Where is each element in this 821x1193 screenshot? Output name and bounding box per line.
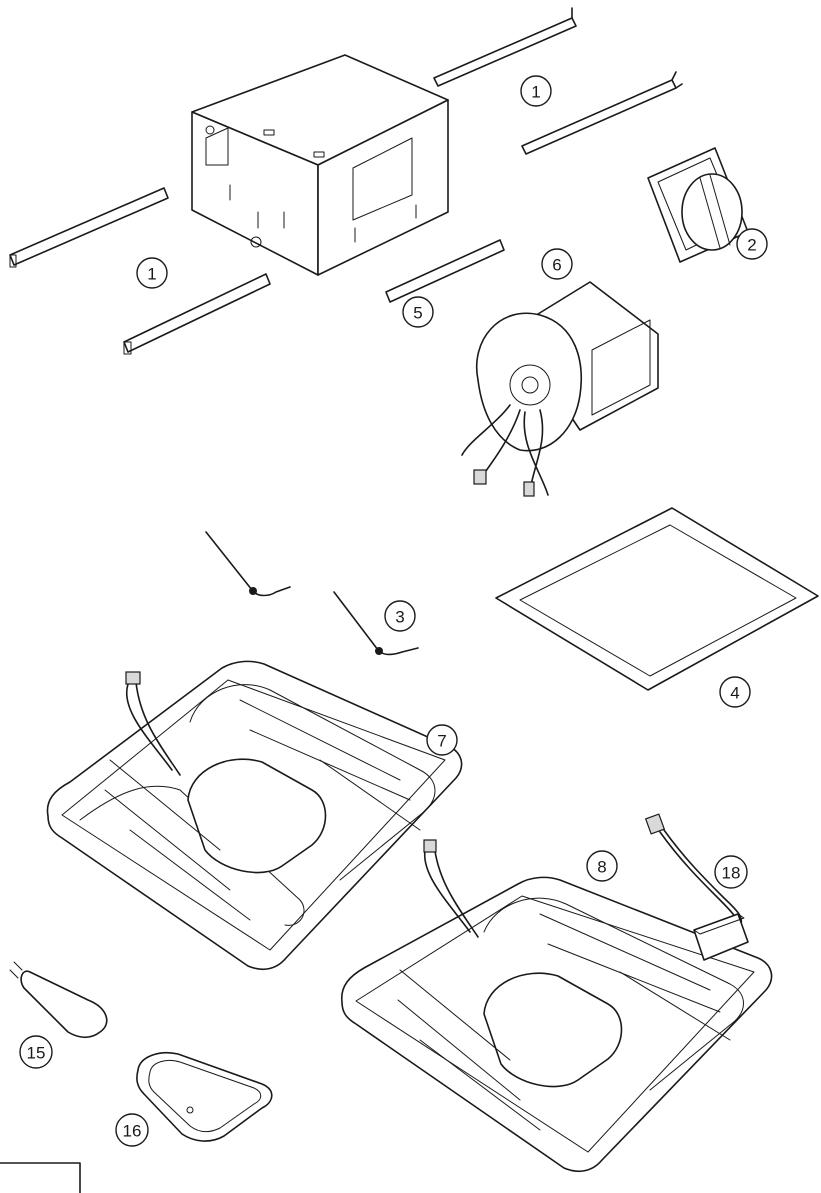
callout-15: 15 — [19, 1035, 53, 1069]
mounting-bracket-top-right — [521, 71, 683, 155]
svg-text:1: 1 — [531, 83, 540, 102]
svg-text:18: 18 — [722, 864, 741, 883]
mounting-bracket-short — [385, 239, 505, 303]
callout-3: 3 — [384, 600, 416, 632]
callout-1-top-right: 1 — [520, 75, 552, 107]
mounting-springs — [205, 531, 419, 656]
svg-text:16: 16 — [123, 1122, 142, 1141]
callout-6: 6 — [541, 248, 573, 280]
svg-text:2: 2 — [747, 236, 756, 255]
grille-frame — [495, 507, 819, 691]
page-edge-box — [0, 1162, 81, 1193]
callout-1-left: 1 — [136, 257, 168, 289]
mounting-bracket-left — [9, 187, 169, 268]
callout-7: 7 — [426, 724, 458, 756]
mounting-bracket-lower-left — [123, 273, 271, 355]
callout-16: 16 — [115, 1113, 149, 1147]
lens — [136, 1052, 273, 1142]
svg-text:8: 8 — [597, 858, 606, 877]
callout-4: 4 — [719, 676, 751, 708]
damper — [647, 147, 749, 263]
callout-18: 18 — [714, 855, 748, 889]
fan-housing — [191, 54, 449, 276]
svg-text:6: 6 — [552, 256, 561, 275]
svg-text:15: 15 — [27, 1044, 46, 1063]
svg-text:3: 3 — [395, 608, 404, 627]
grille-light-assembly-8 — [340, 839, 773, 1173]
fluorescent-bulb — [9, 961, 108, 1039]
svg-text:7: 7 — [437, 732, 446, 751]
svg-text:1: 1 — [147, 265, 156, 284]
svg-text:4: 4 — [730, 684, 739, 703]
callout-5: 5 — [402, 296, 434, 328]
svg-text:5: 5 — [413, 304, 422, 323]
night-light-module — [644, 813, 749, 961]
callout-8: 8 — [586, 850, 618, 882]
grille-light-assembly-7 — [46, 660, 463, 971]
blower-assembly — [461, 281, 659, 497]
callout-2: 2 — [736, 228, 768, 260]
mounting-bracket-top — [433, 7, 577, 87]
